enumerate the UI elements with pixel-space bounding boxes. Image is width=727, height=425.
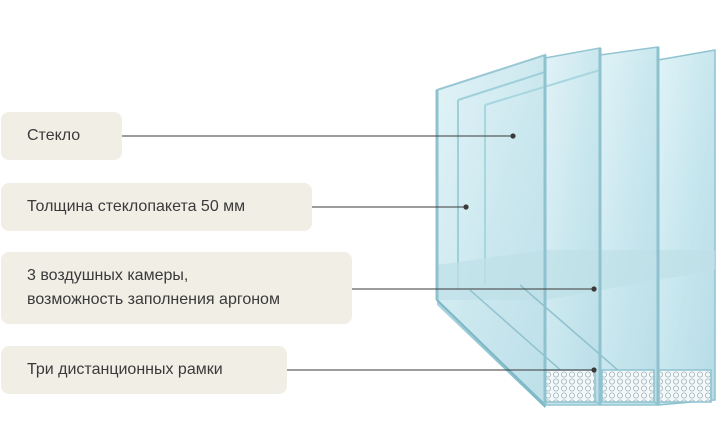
label-chambers: 3 воздушных камеры, возможность заполнен… (1, 252, 352, 324)
label-spacers: Три дистанционных рамки (1, 346, 287, 394)
leader-line-thickness (312, 204, 469, 210)
leader-line-spacers (287, 367, 597, 373)
label-spacers-text: Три дистанционных рамки (27, 361, 223, 378)
label-thickness-text: Толщина стеклопакета 50 мм (27, 198, 246, 215)
leader-line-glass (122, 133, 516, 139)
glass-pane-third (599, 46, 659, 406)
spacer-frame-1 (544, 369, 596, 403)
spacer-frame-3 (658, 369, 712, 403)
leader-line-chambers (352, 286, 597, 292)
glass-pane-front (436, 53, 601, 408)
label-chambers-line1: 3 воздушных камеры, (27, 267, 189, 284)
label-thickness: Толщина стеклопакета 50 мм (1, 183, 312, 231)
label-chambers-line2: возможность заполнения аргоном (27, 291, 280, 308)
spacer-frame-2 (601, 369, 655, 403)
label-glass: Стекло (1, 112, 122, 160)
label-glass-text: Стекло (27, 127, 81, 144)
glass-pane-second (544, 47, 601, 406)
